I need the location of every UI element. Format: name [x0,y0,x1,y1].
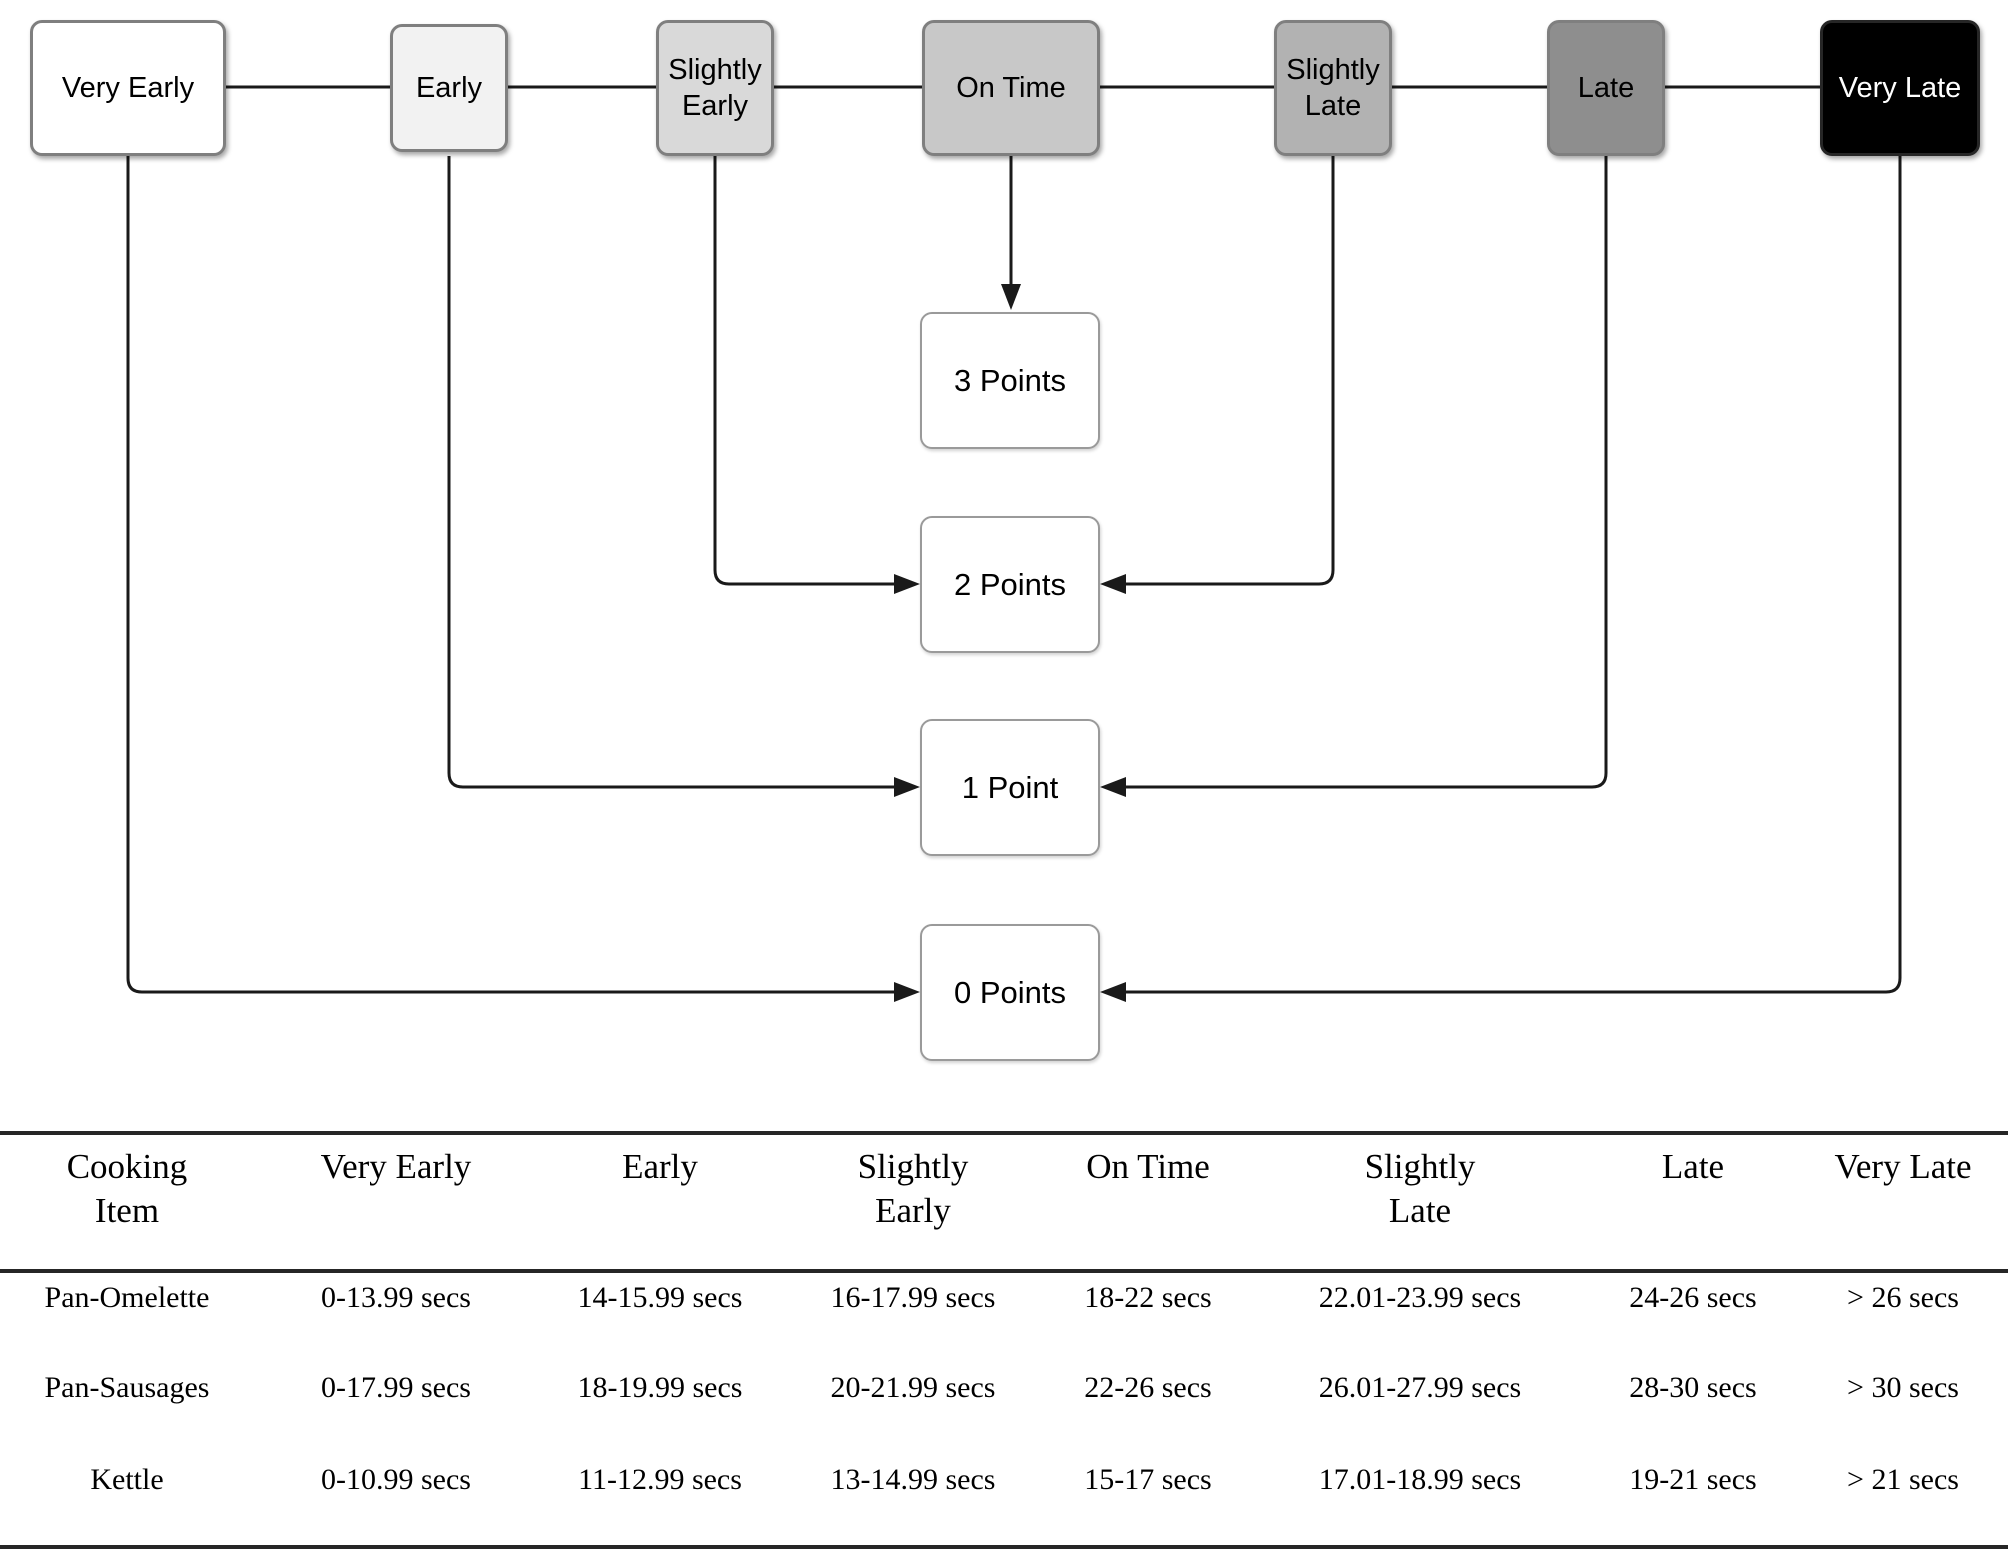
arrowhead-right-0points [894,982,920,1002]
points-box-2: 2 Points [920,516,1100,653]
arrowhead-left-0points [1100,982,1126,1002]
node-slightly-early: Slightly Early [656,20,774,156]
table-row-kettle: Kettle 0-10.99 secs 11-12.99 secs 13-14.… [0,1455,2008,1547]
arrowhead-left-1point [1100,777,1126,797]
node-on-time: On Time [922,20,1100,156]
table-row-pan-omelette: Pan-Omelette 0-13.99 secs 14-15.99 secs … [0,1271,2008,1363]
node-very-early: Very Early [30,20,226,156]
table-cell: > 21 secs [1847,1463,1959,1496]
edge-early-1point [447,156,896,789]
node-label: Slightly Early [668,53,762,122]
column-header-early: Early [622,1147,698,1186]
arrowhead-down-3points [1001,284,1021,310]
table-cell: 22-26 secs [1084,1371,1212,1404]
table-cell: > 26 secs [1847,1281,1959,1314]
table-cell: 14-15.99 secs [577,1281,743,1314]
table-cell: 16-17.99 secs [830,1281,996,1314]
arrowhead-right-2points [894,574,920,594]
points-label: 0 Points [953,974,1066,1010]
points-box-1: 1 Point [920,719,1100,856]
node-very-late: Very Late [1820,20,1980,156]
table-cell: Kettle [90,1463,164,1496]
timing-table: Cooking Item Very Early Early Slightly E… [0,1131,2008,1549]
node-label: Very Early [61,71,195,104]
table-row-pan-sausages: Pan-Sausages 0-17.99 secs 18-19.99 secs … [0,1363,2008,1455]
arrowhead-left-2points [1100,574,1126,594]
node-label: On Time [956,71,1066,104]
points-label: 2 Points [953,566,1066,602]
column-header-slightly-late: Slightly Late [1364,1147,1476,1230]
points-label: 3 Points [953,362,1066,398]
column-header-very-late: Very Late [1834,1147,1972,1186]
points-box-0: 0 Points [920,924,1100,1061]
column-header-cooking-item: Cooking Item [66,1147,188,1230]
edge-late-1point [1124,156,1608,789]
points-label: 1 Point [961,769,1059,805]
table-cell: 11-12.99 secs [578,1463,742,1496]
arrowhead-right-1point [894,777,920,797]
table-cell: 0-10.99 secs [321,1463,471,1496]
node-late: Late [1547,20,1665,156]
edge-verylate-0points [1124,156,1902,994]
edge-veryearly-0points [126,156,896,994]
column-header-late: Late [1661,1147,1725,1186]
table-cell: 0-13.99 secs [321,1281,471,1314]
node-label: Early [415,71,483,104]
node-slightly-late: Slightly Late [1274,20,1392,156]
table-cell: 26.01-27.99 secs [1318,1371,1522,1404]
table-cell: 17.01-18.99 secs [1318,1463,1522,1496]
node-label: Slightly Late [1286,53,1380,122]
table-cell: Pan-Omelette [44,1281,210,1314]
table-cell: Pan-Sausages [44,1371,210,1404]
edge-slightlyearly-2points [713,156,896,586]
table-cell: 13-14.99 secs [830,1463,996,1496]
node-label: Very Late [1838,71,1962,104]
table-header-row: Cooking Item Very Early Early Slightly E… [0,1133,2008,1271]
column-header-very-early: Very Early [320,1147,472,1186]
table-cell: > 30 secs [1847,1371,1959,1404]
table-cell: 18-19.99 secs [577,1371,743,1404]
column-header-on-time: On Time [1086,1147,1210,1186]
node-early: Early [390,24,508,152]
table-cell: 20-21.99 secs [830,1371,996,1404]
edge-slightlylate-2points [1124,156,1335,586]
column-header-slightly-early: Slightly Early [857,1147,969,1230]
table-cell: 0-17.99 secs [321,1371,471,1404]
table-cell: 18-22 secs [1084,1281,1212,1314]
timing-flowchart: Very Early Early Slightly Early On Time … [30,20,1980,1061]
table-cell: 28-30 secs [1629,1371,1757,1404]
points-box-3: 3 Points [920,312,1100,449]
table-cell: 19-21 secs [1629,1463,1757,1496]
node-label: Late [1577,71,1635,104]
table-cell: 15-17 secs [1084,1463,1212,1496]
table-cell: 22.01-23.99 secs [1318,1281,1522,1314]
connector-edges [126,85,1902,1002]
table-cell: 24-26 secs [1629,1281,1757,1314]
